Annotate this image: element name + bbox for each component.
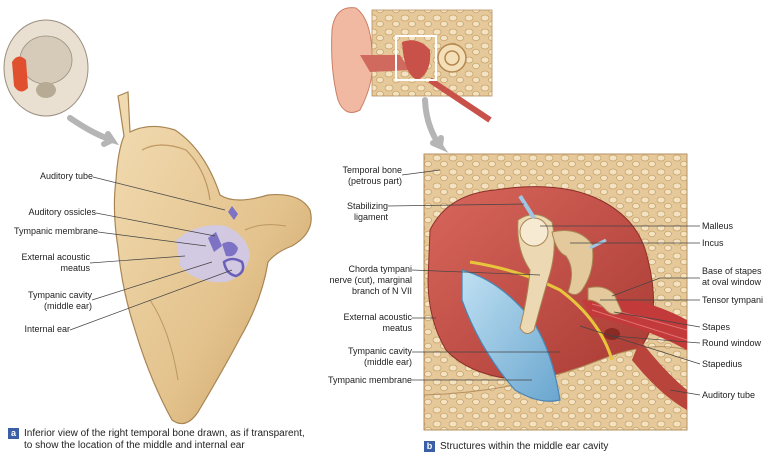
- label-b-chorda-tympani: Chorda tympani nerve (cut), marginal bra…: [329, 264, 412, 297]
- label-b-incus: Incus: [702, 238, 724, 248]
- skull-inset: [3, 19, 89, 117]
- leaders-b: [387, 169, 701, 396]
- caption-a-line1: Inferior view of the right temporal bone…: [24, 428, 305, 439]
- label-b-stapes: Stapes: [702, 322, 731, 332]
- caption-a-line2: to show the location of the middle and i…: [24, 440, 245, 451]
- label-a-tympanic-cavity-line2: (middle ear): [43, 301, 92, 311]
- caption-a-badge: a: [8, 428, 19, 439]
- label-a-tympanic-cavity: Tympanic cavity (middle ear): [28, 290, 92, 312]
- label-b-tympanic-cavity-line2: (middle ear): [363, 357, 412, 367]
- label-b-chorda-line2: nerve (cut), marginal: [329, 275, 412, 285]
- label-a-internal-ear: Internal ear: [24, 324, 70, 334]
- label-b-tympanic-cavity-line1: Tympanic cavity: [347, 346, 412, 356]
- label-b-base-stapes-line2: at oval window: [702, 277, 762, 287]
- leaders-a: [69, 176, 233, 331]
- label-b-external-acoustic-line2: meatus: [382, 323, 412, 333]
- label-a-auditory-tube: Auditory tube: [39, 171, 93, 181]
- label-b-tympanic-cavity: Tympanic cavity (middle ear): [348, 346, 412, 368]
- zoom-arrow-a: [67, 115, 120, 147]
- label-b-malleus: Malleus: [702, 221, 734, 231]
- zoom-arrow-b: [422, 97, 449, 153]
- label-b-round-window: Round window: [702, 338, 762, 348]
- label-b-stabilizing-line1: Stabilizing: [346, 201, 388, 211]
- label-a-external-acoustic: External acoustic meatus: [21, 252, 90, 274]
- label-a-auditory-ossicles: Auditory ossicles: [28, 207, 96, 217]
- label-b-chorda-line1: Chorda tympani: [348, 264, 412, 274]
- caption-a: a Inferior view of the right temporal bon…: [8, 428, 368, 452]
- caption-b: b Structures within the middle ear cavity: [424, 441, 724, 453]
- label-a-external-acoustic-line2: meatus: [60, 263, 90, 273]
- label-b-tympanic-membrane: Tympanic membrane: [327, 375, 412, 385]
- label-b-temporal-bone-line2: (petrous part): [347, 176, 402, 186]
- middle-ear-illustration: [423, 153, 688, 431]
- label-b-chorda-line3: branch of N VII: [351, 286, 412, 296]
- label-a-tympanic-membrane: Tympanic membrane: [13, 226, 98, 236]
- label-b-external-acoustic: External acoustic meatus: [343, 312, 412, 334]
- label-a-external-acoustic-line1: External acoustic: [21, 252, 90, 262]
- label-b-auditory-tube: Auditory tube: [702, 390, 756, 400]
- label-b-stabilizing-ligament: Stabilizing ligament: [347, 201, 388, 223]
- caption-b-text: Structures within the middle ear cavity: [440, 441, 609, 452]
- caption-b-badge: b: [424, 441, 435, 452]
- temporal-bone-a: [113, 91, 312, 425]
- label-b-external-acoustic-line1: External acoustic: [343, 312, 412, 322]
- label-b-tensor-tympani: Tensor tympani: [702, 295, 764, 305]
- label-b-temporal-bone: Temporal bone (petrous part): [342, 165, 402, 187]
- label-b-stapedius: Stapedius: [702, 359, 743, 369]
- label-b-temporal-bone-line1: Temporal bone: [342, 165, 402, 175]
- label-b-base-stapes-line1: Base of stapes: [702, 266, 762, 276]
- ear-inset: [331, 7, 493, 123]
- label-a-tympanic-cavity-line1: Tympanic cavity: [27, 290, 92, 300]
- label-b-stabilizing-line2: ligament: [353, 212, 388, 222]
- label-b-base-stapes: Base of stapes at oval window: [702, 266, 762, 288]
